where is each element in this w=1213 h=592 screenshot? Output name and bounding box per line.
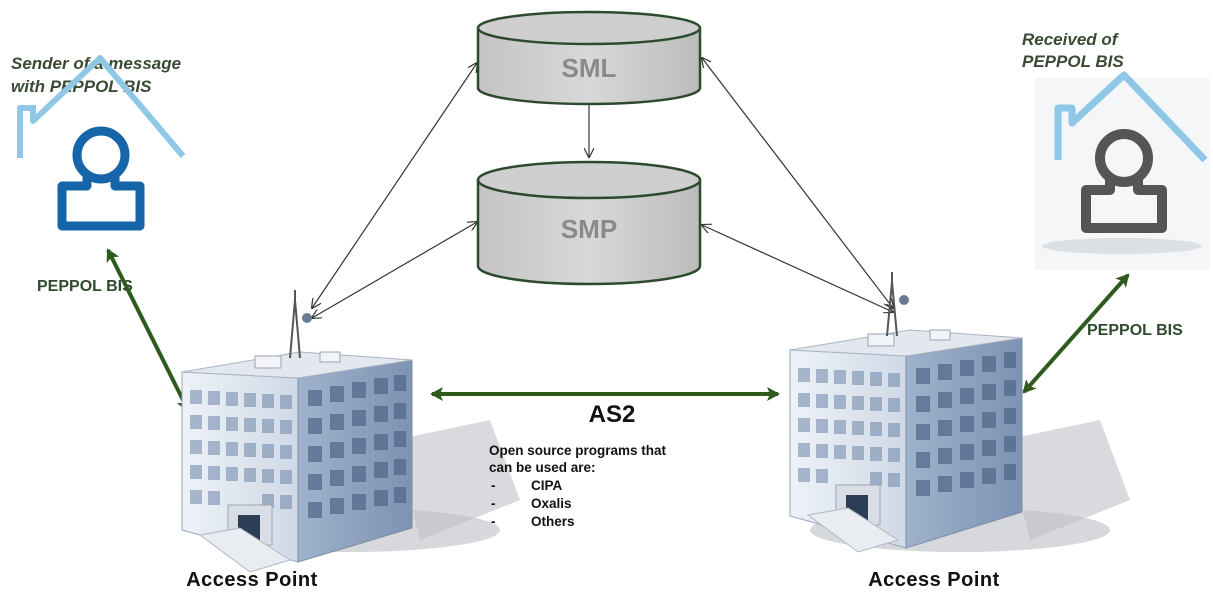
right-access-point-building <box>789 272 1130 553</box>
note-item-bullet: - <box>491 496 496 511</box>
as2-label: AS2 <box>589 401 636 428</box>
note-item-others: Others <box>531 514 575 529</box>
sml-label: SML <box>562 53 617 83</box>
open-source-note: Open source programs that can be used ar… <box>489 443 667 529</box>
left-access-point-label: Access Point <box>186 569 318 591</box>
note-item-bullet: - <box>491 514 496 529</box>
connector-left-ap-sml <box>312 63 477 308</box>
house-user-icon <box>1035 71 1210 270</box>
note-line1: Open source programs that <box>489 443 667 458</box>
receiver-caption-line1: Received of <box>1022 30 1120 49</box>
note-line2: can be used are: <box>489 460 596 475</box>
connector-left-ap-smp <box>312 222 477 318</box>
note-item-bullet: - <box>491 478 496 493</box>
smp-database: SMP <box>476 160 702 286</box>
house-user-icon <box>17 55 186 231</box>
connector-lines <box>312 58 893 318</box>
right-access-point-label: Access Point <box>868 569 1000 591</box>
receiver-caption-line2: PEPPOL BIS <box>1022 52 1124 71</box>
smp-label: SMP <box>561 214 617 244</box>
connector-right-ap-sml <box>702 58 893 308</box>
left-access-point-building <box>181 290 520 573</box>
sml-database: SML <box>476 10 702 106</box>
receiver-link-arrow <box>1022 273 1130 394</box>
receiver-link-label: PEPPOL BIS <box>1087 322 1183 339</box>
sender-link-label: PEPPOL BIS <box>37 278 133 295</box>
note-item-oxalis: Oxalis <box>531 496 572 511</box>
connector-right-ap-smp <box>702 225 893 312</box>
note-item-cipa: CIPA <box>531 478 563 493</box>
sender-link-arrow <box>106 248 190 412</box>
